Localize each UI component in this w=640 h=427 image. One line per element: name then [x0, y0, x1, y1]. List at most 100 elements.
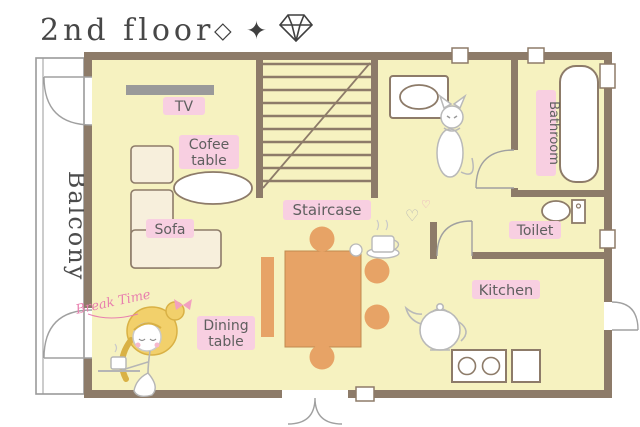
teacup-sketch: [349, 219, 400, 259]
wall-segment-hall-stub: [430, 222, 437, 259]
label-highlight: [197, 316, 255, 350]
staircase-diagonal: [262, 62, 371, 189]
washbasin-counter: [389, 75, 449, 119]
wall-segment: [604, 52, 612, 302]
wall-segment: [604, 330, 612, 398]
coffee-table-label-line2: table: [191, 153, 226, 169]
coffee-table: [173, 171, 253, 205]
heart-icon: ♡: [405, 206, 419, 225]
label-highlight: [179, 135, 239, 169]
bathtub: [559, 65, 599, 183]
wall-segment-toilet-bottom: [472, 252, 604, 259]
balcony-area: Balcony: [35, 57, 91, 395]
label-dining-table: Dining table: [197, 316, 255, 350]
girl-sketch: [98, 299, 192, 398]
window-marker: [599, 63, 616, 89]
stove-burner: [457, 356, 477, 376]
label-toilet: Toilet: [509, 221, 561, 239]
wall-segment-staircase-right: [371, 52, 378, 198]
washbasin: [389, 75, 449, 119]
label-staircase: Staircase: [283, 200, 371, 220]
staircase-label: Staircase: [292, 201, 361, 219]
dining-bench: [261, 257, 274, 337]
tv-label: TV: [174, 99, 194, 115]
toilet-bowl: [541, 200, 571, 222]
coffee-table-label-line1: Cofee: [189, 137, 230, 153]
toilet-label: Toilet: [516, 223, 554, 239]
door-arc-bathroom: [475, 149, 515, 189]
dining-table: [284, 250, 362, 348]
dining-table-label-line1: Dining: [203, 318, 248, 334]
label-highlight: [283, 200, 371, 220]
steam: [376, 219, 389, 231]
wall-segment: [84, 390, 282, 398]
label-coffee-table: Cofee table: [179, 135, 239, 169]
toilet-fixture: [541, 199, 586, 224]
label-highlight: [509, 221, 561, 239]
dining-chair: [364, 258, 390, 284]
cup-handle: [393, 239, 400, 251]
kitchen-label: Kitchen: [479, 283, 534, 299]
doors: [43, 76, 639, 425]
page-title: 2nd floor: [40, 13, 214, 48]
wall-segment: [84, 358, 92, 398]
small-cup: [349, 243, 363, 257]
fringe: [133, 322, 162, 331]
break-time-underline: [87, 313, 139, 319]
dining-chair: [309, 344, 335, 370]
arm: [121, 350, 151, 374]
kitchen-counter: [451, 349, 541, 383]
window-marker: [527, 47, 545, 64]
door-arc-balcony-top: [43, 76, 93, 126]
teapot-sketch: [404, 302, 467, 351]
label-highlight: [472, 280, 540, 299]
dining-chair: [364, 304, 390, 330]
door-arc-toilet: [436, 220, 473, 257]
heart-icon: ♡: [421, 198, 431, 211]
dining-table-label-line2: table: [208, 334, 243, 350]
wall-segment: [348, 390, 612, 398]
sink-cabinet: [511, 349, 541, 383]
tray-steam: [114, 343, 118, 353]
wall-segment: [84, 52, 92, 77]
label-kitchen: Kitchen: [472, 280, 540, 299]
gem-icon: [278, 14, 314, 43]
blush: [135, 342, 141, 348]
window-marker: [599, 229, 616, 249]
diamond-filled-icon: ✦: [246, 16, 267, 45]
toilet-button: [575, 203, 582, 209]
balcony-outline: [35, 57, 85, 395]
wall-segment-staircase-left: [256, 52, 263, 198]
stove-burner: [481, 356, 501, 376]
door-arc-kitchen-exit: [611, 301, 639, 331]
washbasin-bowl: [399, 84, 439, 110]
armchair: [130, 145, 174, 184]
door-arc-entrance: [287, 397, 343, 425]
label-sofa: Sofa: [146, 219, 194, 238]
windows: [355, 47, 616, 402]
cat-sketch: [436, 93, 474, 178]
label-highlight: [146, 219, 194, 238]
stove: [451, 349, 507, 383]
closed-eyes: [138, 338, 157, 342]
walls: [84, 52, 612, 398]
window-marker: [451, 47, 469, 64]
label-bathroom: Bathroom: [536, 90, 561, 176]
label-tv: TV: [163, 97, 205, 115]
label-highlight: [163, 97, 205, 115]
wall-segment: [84, 125, 92, 308]
dining-chair: [309, 226, 335, 252]
diamond-outline-icon: ◇: [214, 18, 232, 44]
skirt: [133, 372, 156, 398]
door-arc-balcony-bottom: [43, 309, 93, 359]
tv: [126, 85, 214, 95]
wall-segment-bathroom: [511, 52, 518, 150]
tray-cup: [110, 356, 127, 370]
label-highlight: [536, 90, 556, 176]
hair-bow: [174, 299, 192, 310]
wall-segment-bathroom-bottom: [511, 190, 608, 197]
wall-segment: [84, 52, 612, 60]
dining-set: [261, 226, 390, 370]
toilet-tank: [571, 199, 586, 224]
